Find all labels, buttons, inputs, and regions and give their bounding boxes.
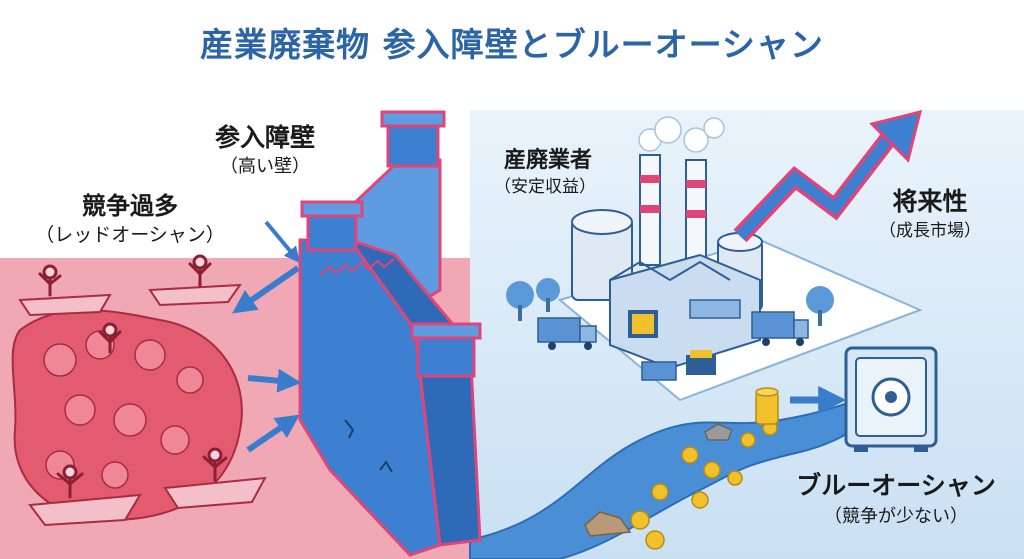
growth-arrow-icon xyxy=(733,109,923,243)
tree-icon xyxy=(506,278,834,326)
blue-ocean-heading: ブルーオーシャン xyxy=(796,471,996,500)
rubble xyxy=(584,511,632,537)
red-ocean-note: （レッドオーシャン） xyxy=(35,224,225,246)
factory-icon xyxy=(537,116,809,381)
operator-note: （安定収益） xyxy=(494,177,596,197)
page-title: 産業廃棄物 参入障壁とブルーオーシャン xyxy=(200,25,824,64)
operator-heading: 産廃業者 xyxy=(503,148,592,173)
wall-heading: 参入障壁 xyxy=(214,123,315,152)
blocked-arrows xyxy=(232,220,302,453)
crowd-icon xyxy=(11,254,267,527)
coin-icon xyxy=(630,387,779,550)
rubble xyxy=(704,423,733,441)
red-ocean-heading: 競争過多 xyxy=(82,192,178,220)
future-note: （成長市場） xyxy=(879,221,981,241)
castle-wall-icon xyxy=(298,110,482,557)
future-heading: 将来性 xyxy=(892,187,968,216)
safe-icon xyxy=(844,346,938,452)
wall-note: （高い壁） xyxy=(220,156,310,177)
blue-ocean-note: （競争が少ない） xyxy=(824,506,968,527)
